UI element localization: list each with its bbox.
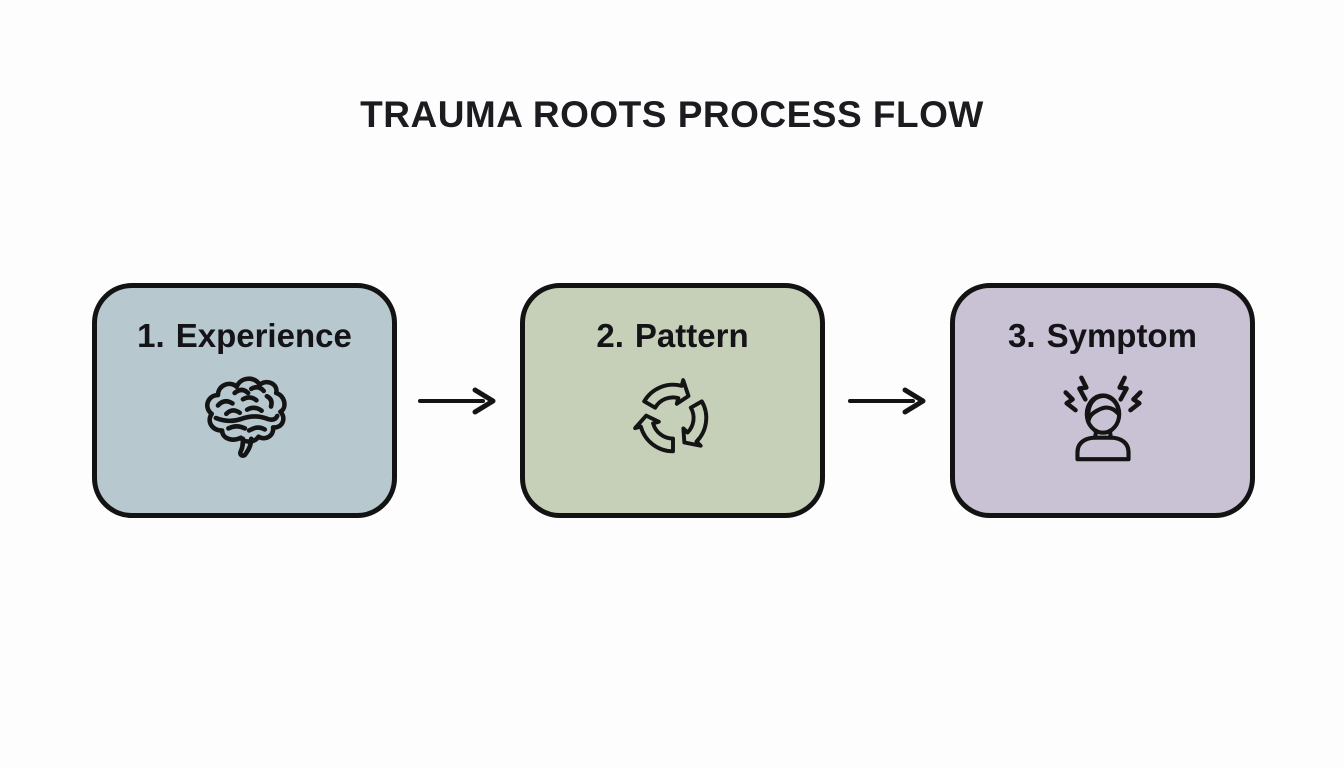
step-label-symptom: 3. Symptom xyxy=(1008,317,1197,354)
step-text: Symptom xyxy=(1046,317,1197,354)
flow-arrow-2 xyxy=(847,386,929,416)
step-box-experience: 1. Experience xyxy=(92,283,397,518)
step-box-pattern: 2. Pattern xyxy=(520,283,825,518)
step-label-experience: 1. Experience xyxy=(137,317,352,354)
step-box-symptom: 3. Symptom xyxy=(950,283,1255,518)
step-number: 3. xyxy=(1008,317,1036,354)
stressed-person-icon xyxy=(1049,364,1157,472)
step-text: Experience xyxy=(175,317,352,354)
diagram-title: TRAUMA ROOTS PROCESS FLOW xyxy=(360,94,984,135)
flow-arrow-1 xyxy=(417,386,499,416)
brain-icon xyxy=(191,364,299,472)
step-number: 1. xyxy=(137,317,165,354)
step-label-pattern: 2. Pattern xyxy=(596,317,749,354)
step-text: Pattern xyxy=(634,317,749,354)
cycle-arrows-icon xyxy=(619,364,727,472)
step-number: 2. xyxy=(596,317,624,354)
